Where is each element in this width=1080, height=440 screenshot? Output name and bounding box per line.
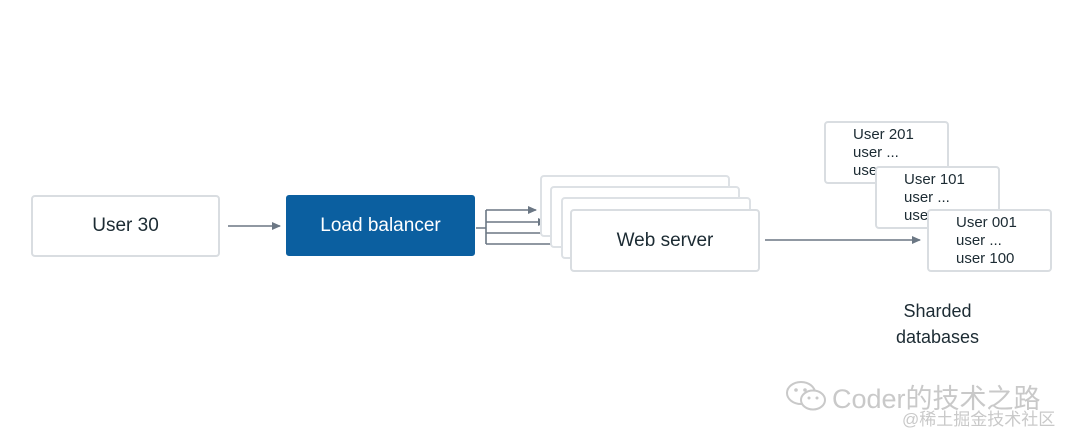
sharded-databases-caption: Sharded databases (875, 298, 1000, 350)
user-node: User 30 (31, 195, 220, 257)
user-label: User 30 (92, 215, 159, 236)
load-balancer-node: Load balancer (286, 195, 475, 256)
db2-line-2: user ... (904, 189, 950, 206)
db1-line-1: User 201 (853, 126, 914, 143)
fanout-trunk (476, 210, 487, 244)
db3-line-1: User 001 (956, 214, 1017, 231)
db1-line-3: user (853, 162, 883, 179)
db2-line-3: user (904, 207, 934, 224)
caption-line-1: Sharded (903, 301, 972, 321)
db3-line-3: user 100 (956, 250, 1015, 267)
db1-line-2: user ... (853, 144, 899, 161)
web-server-label: Web server (616, 229, 714, 251)
watermark-subtitle: @稀土掘金技术社区 (902, 410, 1056, 429)
caption-line-2: databases (895, 327, 980, 347)
watermark: Coder的技术之路 @稀土掘金技术社区 (780, 375, 1080, 435)
wechat-icon (786, 381, 826, 411)
web-server-node: Web server (570, 209, 760, 272)
db3-line-2: user ... (956, 232, 1002, 249)
db2-line-1: User 101 (904, 171, 965, 188)
watermark-title: Coder的技术之路 (832, 384, 1041, 414)
database-shard-3: User 001 user ... user 100 (927, 209, 1052, 272)
load-balancer-label: Load balancer (320, 214, 441, 236)
